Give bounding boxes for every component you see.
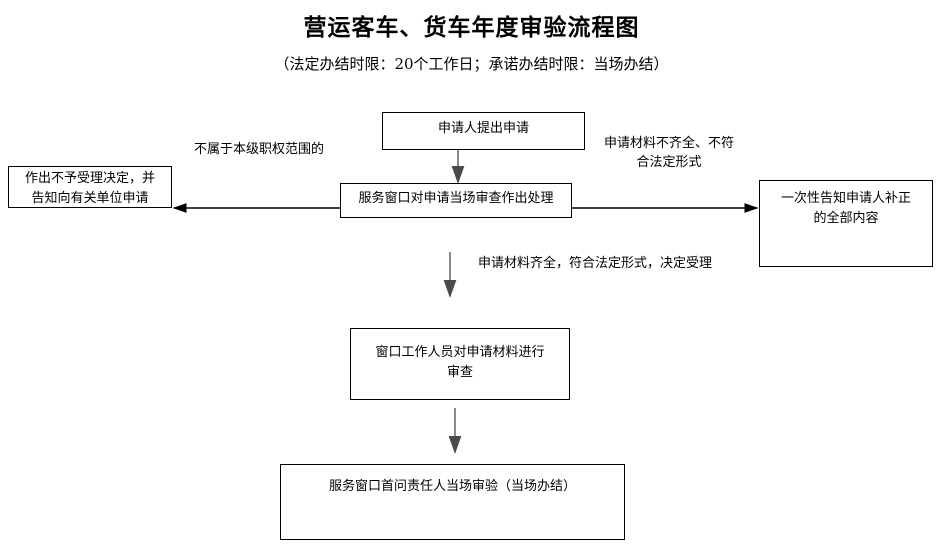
page-subtitle: （法定办结时限：20个工作日；承诺办结时限：当场办结）	[274, 55, 669, 73]
edge-label-incomplete-line2: 合法定形式	[636, 155, 702, 170]
edge-label-accepted-text: 申请材料齐全，符合法定形式，决定受理	[478, 256, 713, 271]
node-reject-label-line1: 作出不予受理决定，并	[24, 171, 155, 186]
edge-label-not-in-scope: 不属于本级职权范围的	[194, 140, 324, 159]
node-onsite-inspection[interactable]: 服务窗口首问责任人当场审验（当场办结）	[280, 464, 625, 540]
node-staff-review-label-line2: 审查	[446, 365, 473, 380]
node-staff-review[interactable]: 窗口工作人员对申请材料进行 审查	[350, 328, 570, 400]
edge-label-incomplete: 申请材料不齐全、不符 合法定形式	[604, 134, 734, 172]
node-reject-label-line2: 告知向有关单位申请	[31, 191, 149, 206]
edge-label-incomplete-line1: 申请材料不齐全、不符	[604, 136, 735, 151]
node-apply-label: 申请人提出申请	[437, 121, 529, 136]
edge-label-accepted: 申请材料齐全，符合法定形式，决定受理	[478, 254, 712, 273]
node-reject[interactable]: 作出不予受理决定，并 告知向有关单位申请	[8, 166, 172, 208]
node-notify-correction-label-line2: 的全部内容	[813, 211, 879, 226]
node-notify-correction[interactable]: 一次性告知申请人补正 的全部内容	[759, 180, 933, 267]
node-notify-correction-label-line1: 一次性告知申请人补正	[780, 191, 911, 206]
node-staff-review-label-line1: 窗口工作人员对申请材料进行	[375, 345, 545, 360]
node-apply[interactable]: 申请人提出申请	[382, 112, 585, 150]
node-window-review-label: 服务窗口对申请当场审查作出处理	[358, 191, 554, 206]
page-title: 营运客车、货车年度审验流程图	[303, 14, 640, 41]
node-onsite-inspection-label: 服务窗口首问责任人当场审验（当场办结）	[328, 479, 576, 494]
edge-label-not-in-scope-text: 不属于本级职权范围的	[194, 142, 325, 157]
node-window-review[interactable]: 服务窗口对申请当场审查作出处理	[340, 183, 572, 218]
